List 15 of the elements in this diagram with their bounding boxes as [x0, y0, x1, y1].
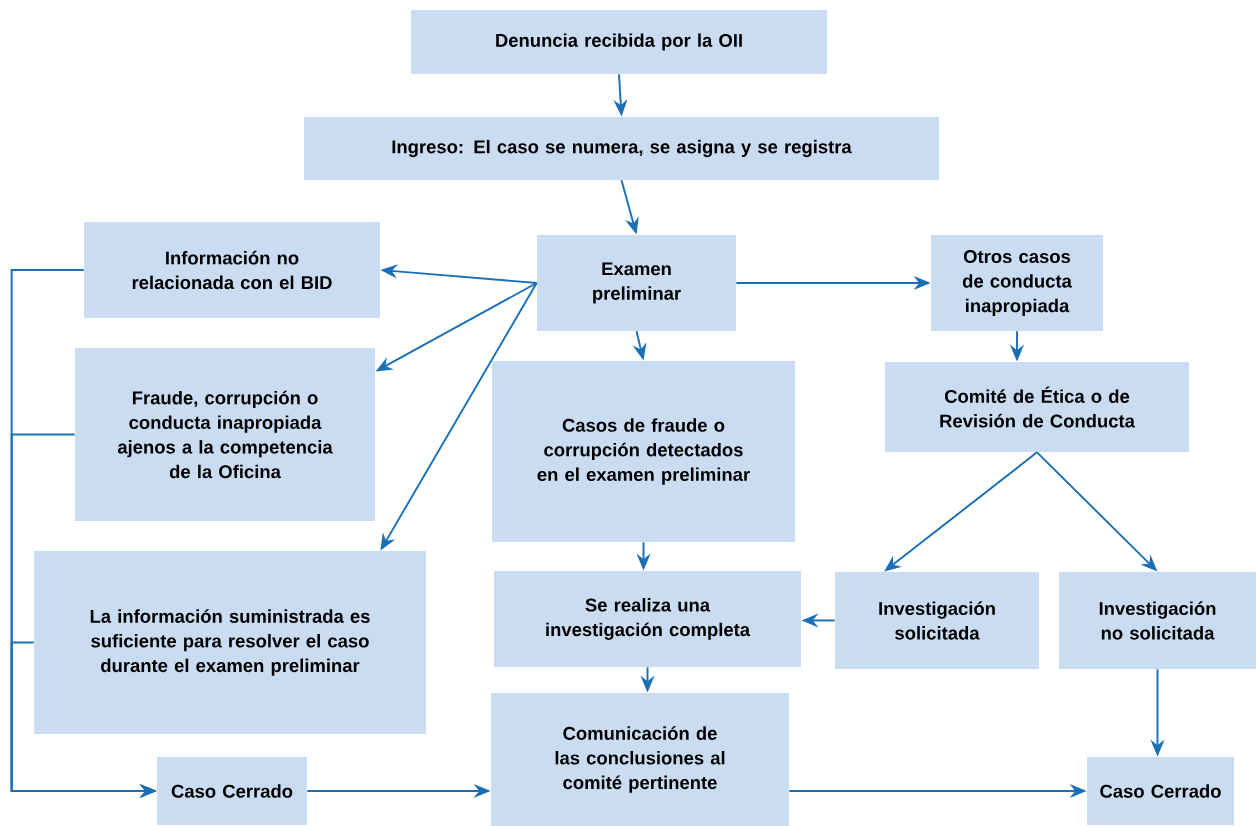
- process-box: Comunicación de las conclusiones al comité pertinente: [491, 693, 789, 826]
- process-box: La información suministrada es suficiente para resolver el caso durante el examen preliminar: [34, 551, 426, 734]
- process-box: Fraude, corrupción o conducta inapropiada ajenos a la competencia de la Oficina: [75, 348, 375, 521]
- process-box: Comité de Ética o de Revisión de Conducta: [885, 362, 1189, 452]
- process-box: Examen preliminar: [537, 235, 736, 331]
- process-box: Investigación no solicitada: [1059, 572, 1256, 669]
- process-box: Caso Cerrado: [157, 757, 307, 825]
- process-box: Se realiza una investigación completa: [494, 571, 801, 667]
- process-box: Casos de fraude o corrupción detectados en el examen preliminar: [492, 361, 795, 542]
- process-box: Ingreso: El caso se numera, se asigna y se registra: [304, 117, 939, 180]
- process-box: Otros casos de conducta inapropiada: [931, 235, 1103, 331]
- process-box: Denuncia recibida por la OII: [411, 10, 827, 74]
- process-box: Investigación solicitada: [835, 572, 1039, 669]
- process-box: Caso Cerrado: [1087, 757, 1234, 825]
- process-box: Información no relacionada con el BID: [84, 222, 380, 318]
